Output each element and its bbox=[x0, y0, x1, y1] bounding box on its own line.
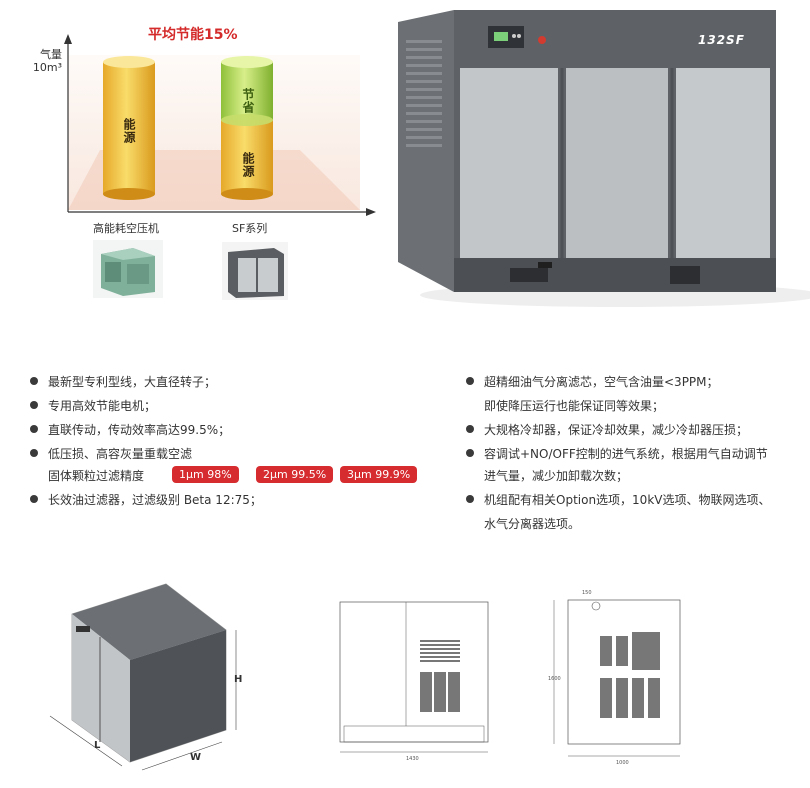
front-elevation-diagram: 1430 bbox=[339, 601, 489, 762]
filter-badge: 3μm 99.9% bbox=[340, 466, 418, 483]
isometric-drawing: H L W bbox=[10, 570, 280, 782]
bullet-icon bbox=[466, 449, 474, 457]
side-elevation-drawing: 1600 1000 150 bbox=[540, 570, 710, 782]
old-compressor-thumbnail bbox=[93, 240, 163, 298]
feature-item: 超精细油气分离滤芯，空气含油量<3PPM； bbox=[466, 374, 719, 390]
width-label: W bbox=[190, 752, 202, 763]
feature-item: 长效油过滤器，过滤级别 Beta 12:75； bbox=[30, 492, 262, 508]
filter-precision-label: 固体颗粒过滤精度 bbox=[48, 469, 145, 483]
height-label: H bbox=[234, 674, 243, 685]
category-left: 高能耗空压机 bbox=[93, 222, 159, 235]
side-top-dimension: 150 bbox=[582, 590, 592, 596]
compressor-photo: 132SF bbox=[390, 0, 810, 320]
energy-saving-infographic: 平均节能15% 气量 10m³ bbox=[0, 0, 380, 330]
left-cylinder bbox=[103, 56, 155, 200]
filter-badge: 2μm 99.5% bbox=[256, 466, 334, 483]
feature-item-continued: 即使降压运行也能保证同等效果； bbox=[484, 399, 665, 413]
bullet-icon bbox=[466, 425, 474, 433]
chart-title: 平均节能15% bbox=[148, 27, 238, 43]
feature-item: 低压损、高容灰量重载空滤 bbox=[30, 446, 192, 462]
left-cylinder-label: 能源 bbox=[122, 118, 136, 144]
bullet-icon bbox=[466, 377, 474, 385]
length-label: L bbox=[94, 740, 101, 751]
right-cylinder-label: 能源 bbox=[241, 152, 255, 178]
feature-item: 机组配有相关Option选项，10kV选项、物联网选项、 bbox=[466, 492, 770, 508]
side-height-dimension: 1600 bbox=[548, 676, 561, 682]
feature-item: 直联传动，传动效率高达99.5%； bbox=[30, 422, 230, 438]
bullet-icon bbox=[30, 495, 38, 503]
feature-item: 最新型专利型线，大直径转子； bbox=[30, 374, 216, 390]
isometric-diagram bbox=[49, 583, 237, 771]
saving-label: 节省 bbox=[241, 88, 255, 114]
compressor-illustration bbox=[398, 10, 810, 307]
model-label: 132SF bbox=[698, 33, 745, 47]
category-right: SF系列 bbox=[232, 222, 268, 235]
y-axis-label: 气量 10m³ bbox=[32, 48, 62, 74]
chart-graphic bbox=[64, 34, 376, 216]
feature-item: 专用高效节能电机； bbox=[30, 398, 156, 414]
bullet-icon bbox=[466, 495, 474, 503]
feature-item-continued: 进气量，减少加卸载次数； bbox=[484, 469, 629, 483]
sf-compressor-thumbnail bbox=[222, 242, 288, 300]
right-cylinder bbox=[221, 56, 273, 200]
bullet-icon bbox=[30, 401, 38, 409]
side-width-dimension: 1000 bbox=[616, 760, 629, 766]
feature-item: 大规格冷却器，保证冷却效果，减少冷却器压损； bbox=[466, 422, 748, 438]
front-elevation-drawing: 1430 bbox=[320, 570, 510, 782]
bullet-icon bbox=[30, 377, 38, 385]
side-elevation-diagram: 1600 1000 150 bbox=[548, 590, 681, 766]
feature-item: 容调试+NO/OFF控制的进气系统，根据用气自动调节 bbox=[466, 446, 768, 462]
bullet-icon bbox=[30, 449, 38, 457]
filter-badge: 1μm 98% bbox=[172, 466, 239, 483]
front-width-dimension: 1430 bbox=[406, 756, 419, 762]
bullet-icon bbox=[30, 425, 38, 433]
feature-item-continued: 水气分离器选项。 bbox=[484, 517, 581, 531]
